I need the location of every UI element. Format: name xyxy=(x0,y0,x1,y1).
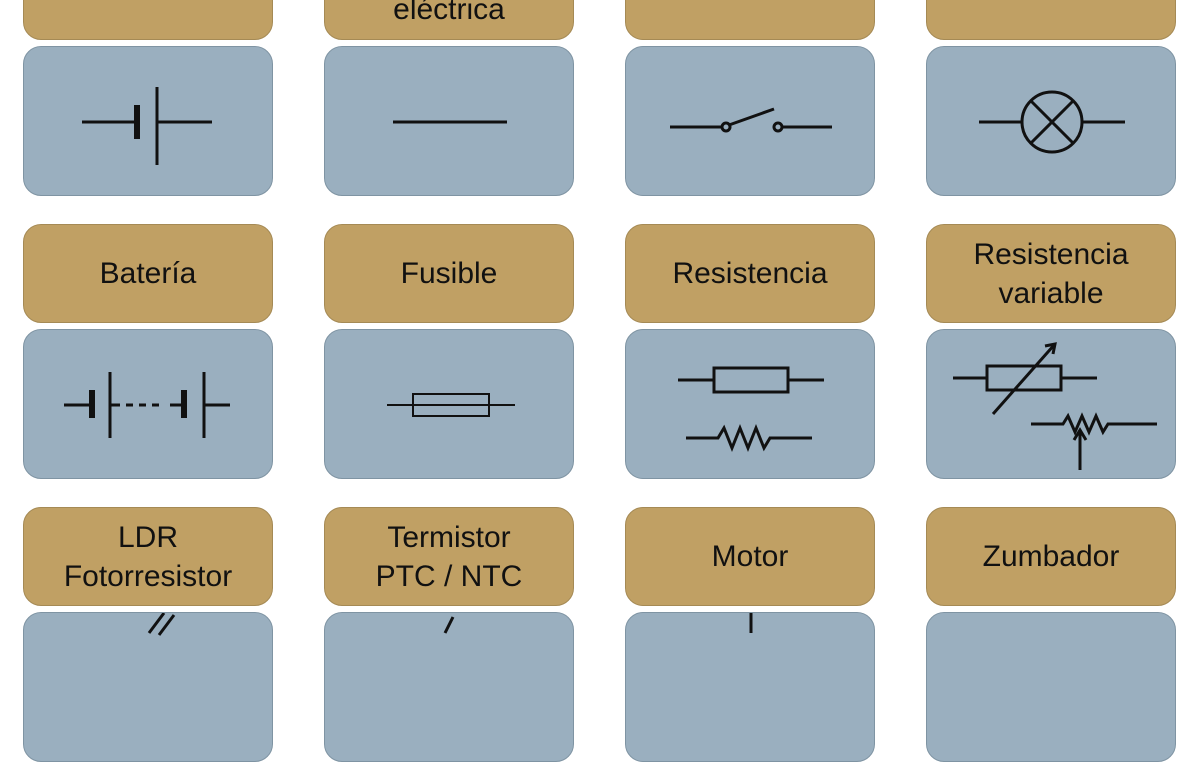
lamp-icon xyxy=(979,90,1125,154)
symbol-panel xyxy=(324,329,574,479)
motor-icon xyxy=(749,613,753,633)
fuse-icon xyxy=(387,393,515,417)
resistor-icon xyxy=(678,366,824,453)
symbol-label-line: Resistencia xyxy=(973,237,1129,271)
symbol-label: Fusible xyxy=(324,224,574,323)
symbol-label-line: Fusible xyxy=(400,257,498,290)
symbol-label: Interruptor xyxy=(625,0,875,40)
symbol-panel xyxy=(625,329,875,479)
symbol-panel xyxy=(625,46,875,196)
ldr-icon xyxy=(147,613,176,636)
symbol-label-line: Zumbador xyxy=(982,540,1120,573)
symbol-label: eléctrica xyxy=(324,0,574,40)
battery-icon xyxy=(64,372,230,438)
symbol-label: Motor xyxy=(625,507,875,606)
symbol-panel xyxy=(625,612,875,762)
symbol-label: Bombilla xyxy=(926,0,1176,40)
symbol-label-line: Motor xyxy=(711,540,789,573)
symbol-label-line: LDR xyxy=(117,520,178,554)
symbol-panel xyxy=(23,46,273,196)
battery-cell-icon xyxy=(82,87,212,165)
symbol-label: Zumbador xyxy=(926,507,1176,606)
wire-icon xyxy=(393,120,507,124)
symbol-label: LDR Fotorresistor xyxy=(23,507,273,606)
symbol-label-line: Termistor xyxy=(387,520,511,554)
symbol-panel xyxy=(926,46,1176,196)
symbol-label-line: eléctrica xyxy=(393,0,505,26)
thermistor-icon xyxy=(443,616,455,634)
symbol-panel xyxy=(324,46,574,196)
symbol-label: Resistencia xyxy=(625,224,875,323)
symbol-label: Resistencia variable xyxy=(926,224,1176,323)
symbol-panel xyxy=(23,329,273,479)
buzzer-icon xyxy=(927,613,1177,763)
symbol-panel xyxy=(23,612,273,762)
symbol-label: Batería xyxy=(23,224,273,323)
symbol-label-line: Resistencia xyxy=(672,257,828,290)
symbol-label: Pila xyxy=(23,0,273,40)
symbol-panel xyxy=(324,612,574,762)
symbol-label-line: PTC / NTC xyxy=(375,559,523,593)
symbol-label-line: Fotorresistor xyxy=(63,559,233,593)
variable-resistor-icon xyxy=(953,342,1157,470)
symbol-label-line: variable xyxy=(998,276,1104,310)
symbol-panel xyxy=(926,329,1176,479)
symbol-panel xyxy=(926,612,1176,762)
switch-icon xyxy=(670,107,832,133)
symbol-label-line: Batería xyxy=(99,257,197,290)
